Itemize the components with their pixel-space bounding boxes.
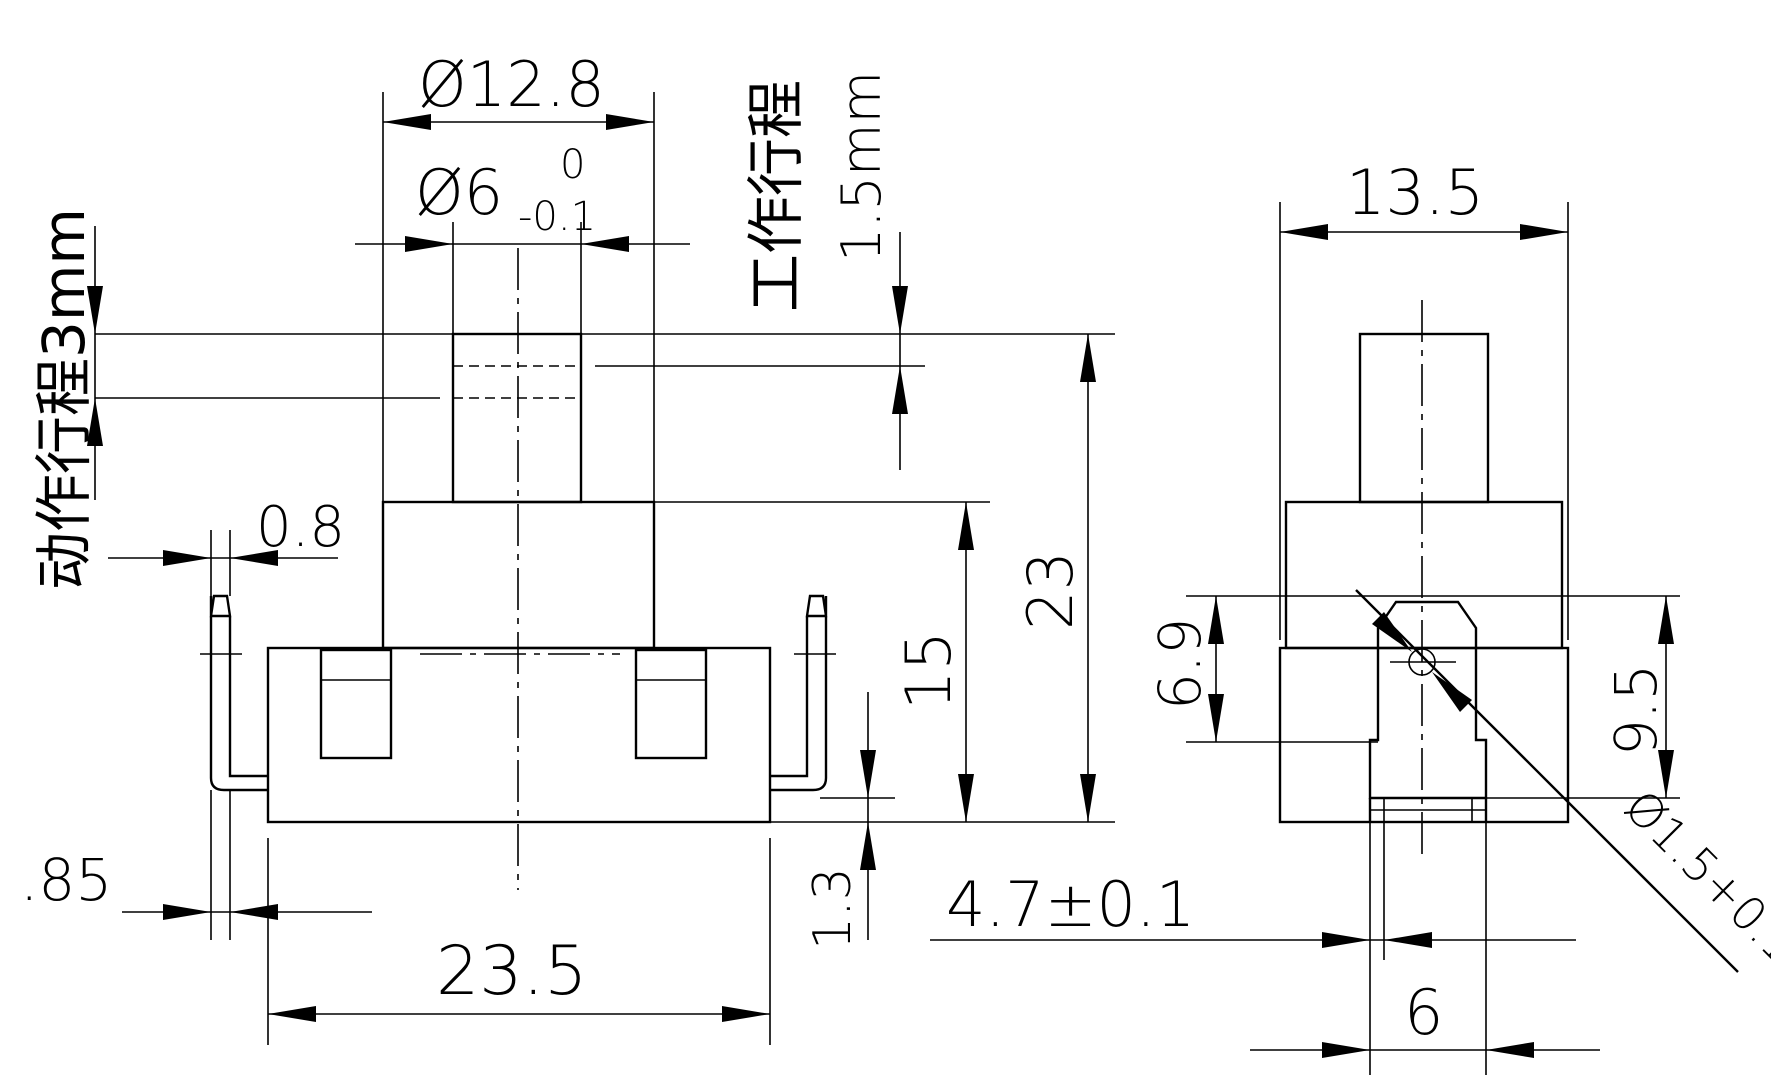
right-window	[634, 648, 708, 760]
label-hole-dia: Ø1.5+0.1	[1614, 780, 1771, 974]
side-plunger	[1358, 332, 1490, 504]
label-width-13-5: 13.5	[1346, 156, 1484, 229]
arrow	[860, 750, 876, 798]
label-height-9-5: 9.5	[1602, 664, 1670, 756]
label-height-23: 23	[1014, 551, 1087, 630]
leader-hole	[1355, 589, 1739, 973]
arrow	[383, 114, 431, 130]
side-base	[1278, 646, 1570, 824]
side-view: 13.5 6.9 9.5 4.7±0.1 6 Ø1.5+0.1	[930, 156, 1771, 1075]
label-action-travel: 动作行程3mm	[30, 208, 98, 590]
label-work-travel-value: 1.5mm	[830, 71, 893, 262]
arrow	[230, 904, 278, 920]
arrow	[1384, 932, 1432, 948]
label-pin-offset: .85	[20, 846, 112, 914]
side-upper-housing	[1284, 500, 1564, 650]
arrow	[1520, 224, 1568, 240]
label-work-travel: 工作行程	[742, 80, 810, 312]
arrow	[860, 822, 876, 870]
arrow	[163, 904, 211, 920]
label-pin-pos: 4.7±0.1	[946, 868, 1195, 941]
left-window	[319, 648, 393, 760]
arrow	[1658, 750, 1674, 798]
arrow	[1322, 932, 1370, 948]
arrow	[892, 286, 908, 334]
right-pin	[770, 594, 828, 792]
arrow	[1208, 694, 1224, 742]
label-pin-thickness: 0.8	[256, 495, 345, 560]
label-dia-inner: Ø6	[415, 156, 503, 229]
label-pin-width-6: 6	[1404, 976, 1443, 1049]
label-height-6-9: 6.9	[1146, 618, 1214, 710]
arrow	[892, 366, 908, 414]
label-height-15: 15	[892, 631, 965, 710]
label-tol-upper: 0	[560, 142, 585, 188]
arrow	[958, 774, 974, 822]
arrow	[1080, 334, 1096, 382]
label-width-23-5: 23.5	[436, 932, 587, 1011]
arrow	[87, 398, 103, 446]
front-view: Ø12.8 Ø6 0 -0.1 工作行程 1.5mm 动作行程3mm 0.8 1…	[20, 48, 1115, 1045]
arrow	[405, 236, 453, 252]
arrow	[958, 502, 974, 550]
base	[266, 646, 772, 824]
left-pin	[209, 594, 268, 792]
side-terminal	[1368, 600, 1488, 800]
arrow	[1658, 596, 1674, 644]
arrow	[1486, 1042, 1534, 1058]
arrow	[1322, 1042, 1370, 1058]
arrow	[87, 286, 103, 334]
arrow	[1080, 774, 1096, 822]
label-tol-lower: -0.1	[518, 194, 596, 240]
arrow	[1280, 224, 1328, 240]
arrow	[1208, 596, 1224, 644]
label-dia-outer: Ø12.8	[418, 48, 605, 121]
arrow	[1432, 672, 1472, 712]
arrow	[230, 550, 278, 566]
arrow	[163, 550, 211, 566]
arrow	[606, 114, 654, 130]
arrow	[268, 1006, 316, 1022]
label-base-1-3: 1.3	[803, 867, 863, 950]
plunger	[451, 332, 583, 504]
arrow	[581, 236, 629, 252]
arrow	[1372, 612, 1412, 652]
arrow	[722, 1006, 770, 1022]
